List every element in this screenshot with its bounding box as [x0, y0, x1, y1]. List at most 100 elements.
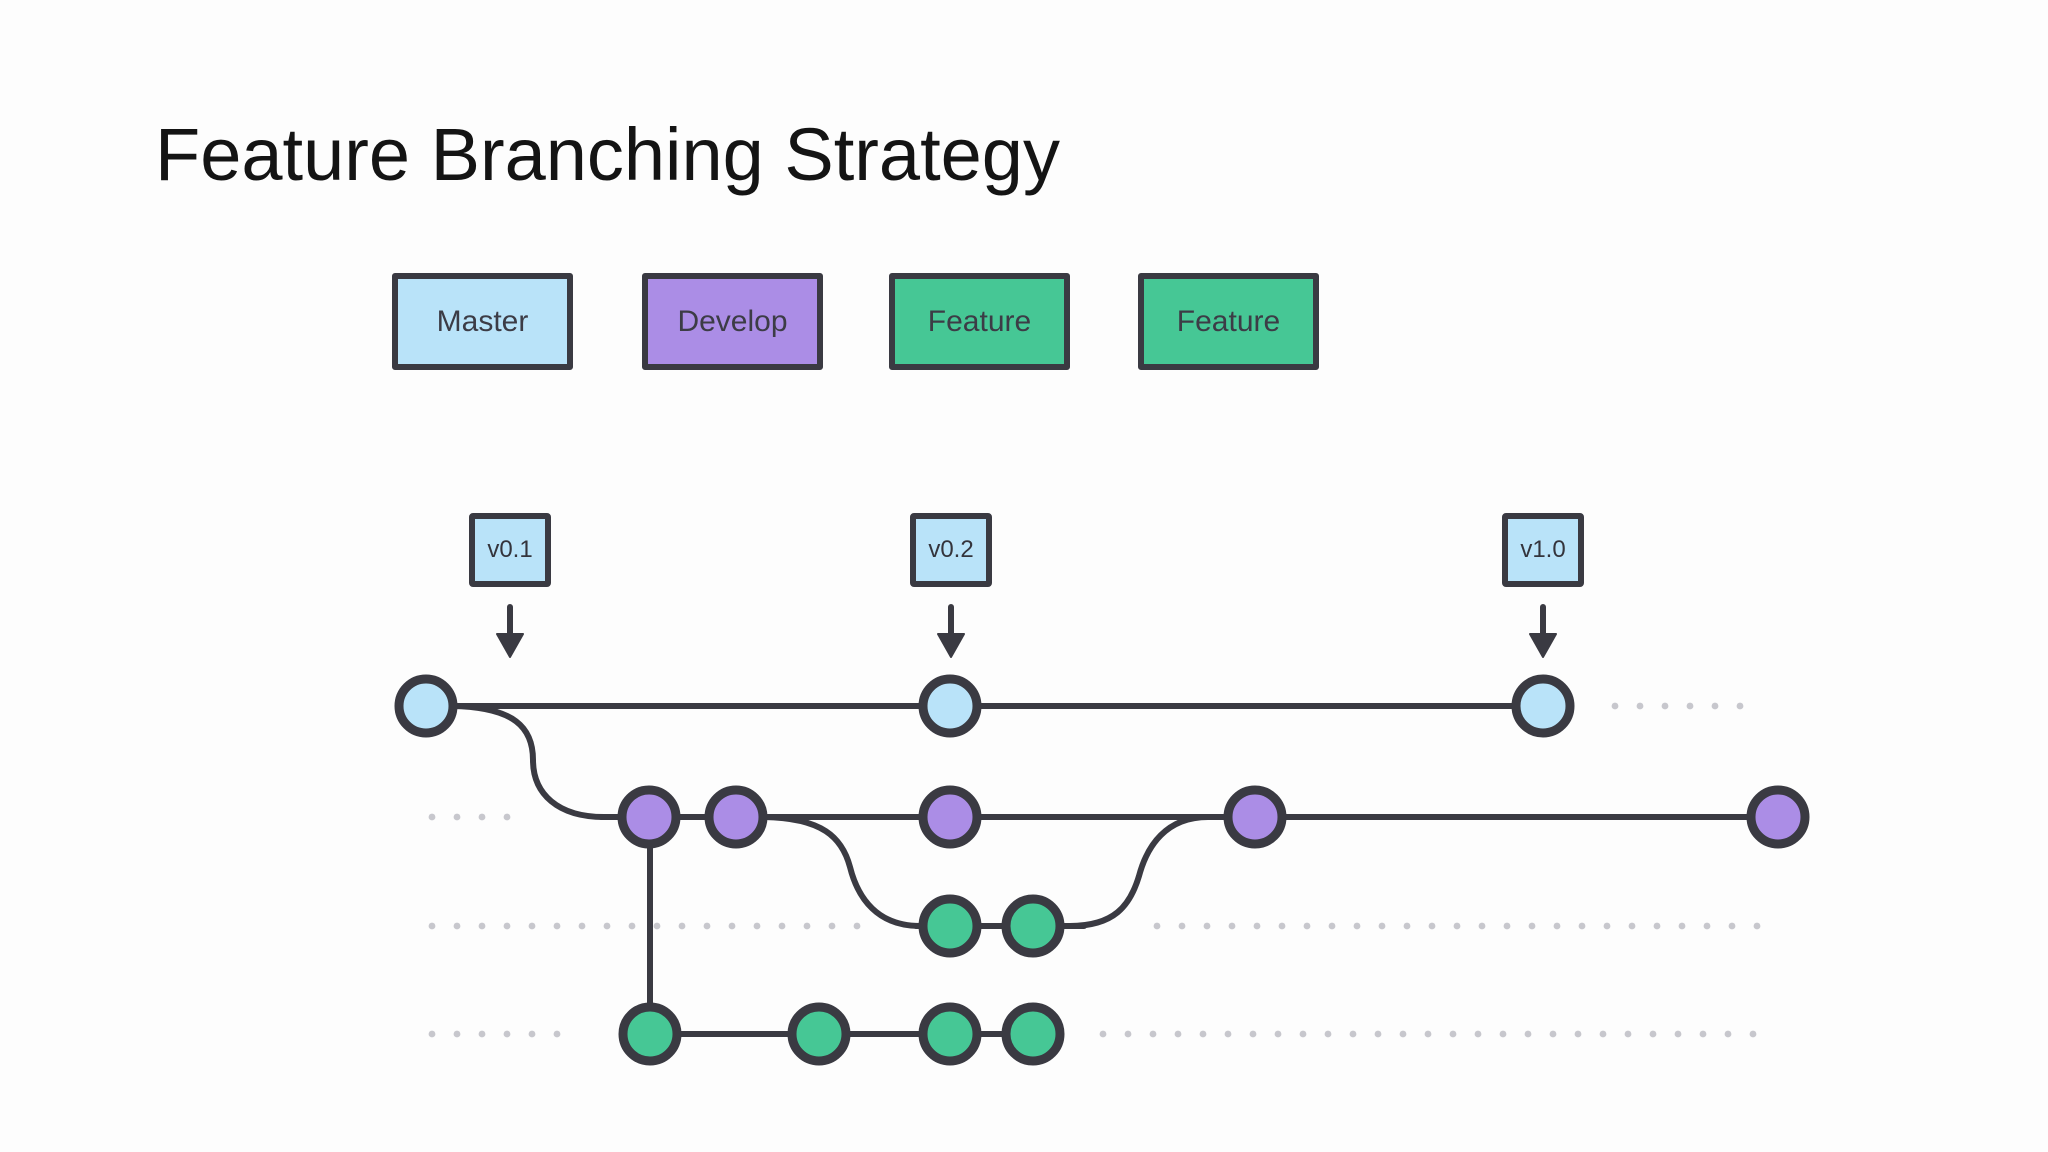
commit-node-develop-4	[1746, 785, 1810, 849]
legend-item-develop-1: Develop	[642, 273, 823, 370]
dotted-line-dot	[528, 1030, 536, 1038]
down-arrow-icon-head	[1529, 633, 1557, 658]
dotted-line-dot	[1611, 702, 1619, 710]
dotted-line-dot	[1549, 1030, 1557, 1038]
dotted-line-dot	[653, 922, 661, 930]
legend-item-feature-3: Feature	[1138, 273, 1319, 370]
dotted-line-dot	[1349, 1030, 1357, 1038]
version-tag-v0-2: v0.2	[910, 513, 992, 587]
dotted-line-dot	[1674, 1030, 1682, 1038]
dotted-line-dot	[1603, 922, 1611, 930]
dotted-line-dot	[703, 922, 711, 930]
dotted-line-dot	[603, 922, 611, 930]
dotted-line-dot	[1299, 1030, 1307, 1038]
version-tag-label: v0.2	[928, 536, 974, 563]
dotted-line-dot	[1724, 1030, 1732, 1038]
dotted-line-dot	[1274, 1030, 1282, 1038]
dotted-line-dot	[1653, 922, 1661, 930]
down-arrow-icon-head	[937, 633, 965, 658]
dotted-line-dot	[1453, 922, 1461, 930]
dotted-line-dot	[803, 922, 811, 930]
version-tag-label: v1.0	[1520, 536, 1566, 563]
dotted-line-dot	[1249, 1030, 1257, 1038]
dotted-line-dot	[1478, 922, 1486, 930]
dotted-line-dot	[453, 922, 461, 930]
dotted-line-dot	[1499, 1030, 1507, 1038]
commit-node-develop-1	[704, 785, 768, 849]
dotted-line-dot	[1228, 922, 1236, 930]
dotted-line-dot	[453, 1030, 461, 1038]
dotted-line-dot	[853, 922, 861, 930]
legend-item-label: Feature	[927, 304, 1032, 338]
dotted-line-dot	[1324, 1030, 1332, 1038]
commit-node-master-1	[918, 674, 982, 738]
dotted-line-dot	[1199, 1030, 1207, 1038]
dotted-line-dot	[1328, 922, 1336, 930]
dotted-line-dot	[453, 813, 461, 821]
dotted-line-dot	[1449, 1030, 1457, 1038]
dotted-line-dot	[678, 922, 686, 930]
dotted-line-dot	[1099, 1030, 1107, 1038]
dotted-line-dot	[628, 922, 636, 930]
dotted-line-dot	[1711, 702, 1719, 710]
dotted-line-dot	[1703, 922, 1711, 930]
dotted-line-dot	[428, 1030, 436, 1038]
dotted-line-dot	[728, 922, 736, 930]
dotted-line-dot	[478, 813, 486, 821]
dotted-line-dot	[1399, 1030, 1407, 1038]
dotted-line-dot	[503, 1030, 511, 1038]
dotted-line-dot	[778, 922, 786, 930]
dotted-line-dot	[1403, 922, 1411, 930]
commit-node-develop-0	[617, 785, 681, 849]
legend-item-label: Feature	[1176, 304, 1281, 338]
dotted-line-dot	[1474, 1030, 1482, 1038]
dotted-line-dot	[1153, 922, 1161, 930]
dotted-line-dot	[1624, 1030, 1632, 1038]
dotted-line-dot	[528, 922, 536, 930]
dotted-line-dot	[1661, 702, 1669, 710]
dotted-line-dot	[553, 922, 561, 930]
commit-node-develop-2	[918, 785, 982, 849]
dotted-line-dot	[1524, 1030, 1532, 1038]
dotted-line-dot	[1636, 702, 1644, 710]
commit-node-feature-top-0	[918, 894, 982, 958]
dotted-line-dot	[553, 1030, 561, 1038]
dotted-line-dot	[1574, 1030, 1582, 1038]
dotted-line-dot	[478, 1030, 486, 1038]
dotted-line-dot	[1124, 1030, 1132, 1038]
feature-top-to-develop-merge	[1067, 814, 1211, 929]
version-tag-v1-0: v1.0	[1502, 513, 1584, 587]
dotted-line-dot	[478, 922, 486, 930]
dotted-line-dot	[503, 813, 511, 821]
dotted-line-dot	[1149, 1030, 1157, 1038]
dotted-line-dot	[1428, 922, 1436, 930]
dotted-line-dot	[1578, 922, 1586, 930]
dotted-line-dot	[828, 922, 836, 930]
dotted-line-dot	[1628, 922, 1636, 930]
dotted-line-dot	[1174, 1030, 1182, 1038]
dotted-line-dot	[1353, 922, 1361, 930]
dotted-line-dot	[1374, 1030, 1382, 1038]
dotted-line-dot	[1753, 922, 1761, 930]
dotted-line-dot	[1303, 922, 1311, 930]
dotted-line-dot	[1736, 702, 1744, 710]
dotted-line-dot	[1686, 702, 1694, 710]
dotted-line-dot	[1528, 922, 1536, 930]
commit-node-feature-bottom-1	[787, 1002, 851, 1066]
commit-node-master-0	[394, 674, 458, 738]
dotted-line-dot	[1678, 922, 1686, 930]
commit-node-master-2	[1511, 674, 1575, 738]
dotted-line-dot	[578, 922, 586, 930]
commit-node-feature-bottom-3	[1001, 1002, 1065, 1066]
branch-legend: Master Develop Feature Feature	[0, 273, 2048, 370]
develop-to-feature-top-branch	[761, 814, 923, 929]
dotted-line-dot	[428, 813, 436, 821]
dotted-line-dot	[1203, 922, 1211, 930]
master-to-develop-branch	[449, 703, 607, 820]
legend-item-label: Master	[436, 304, 529, 338]
dotted-line-dot	[428, 922, 436, 930]
version-tag-v0-1: v0.1	[469, 513, 551, 587]
